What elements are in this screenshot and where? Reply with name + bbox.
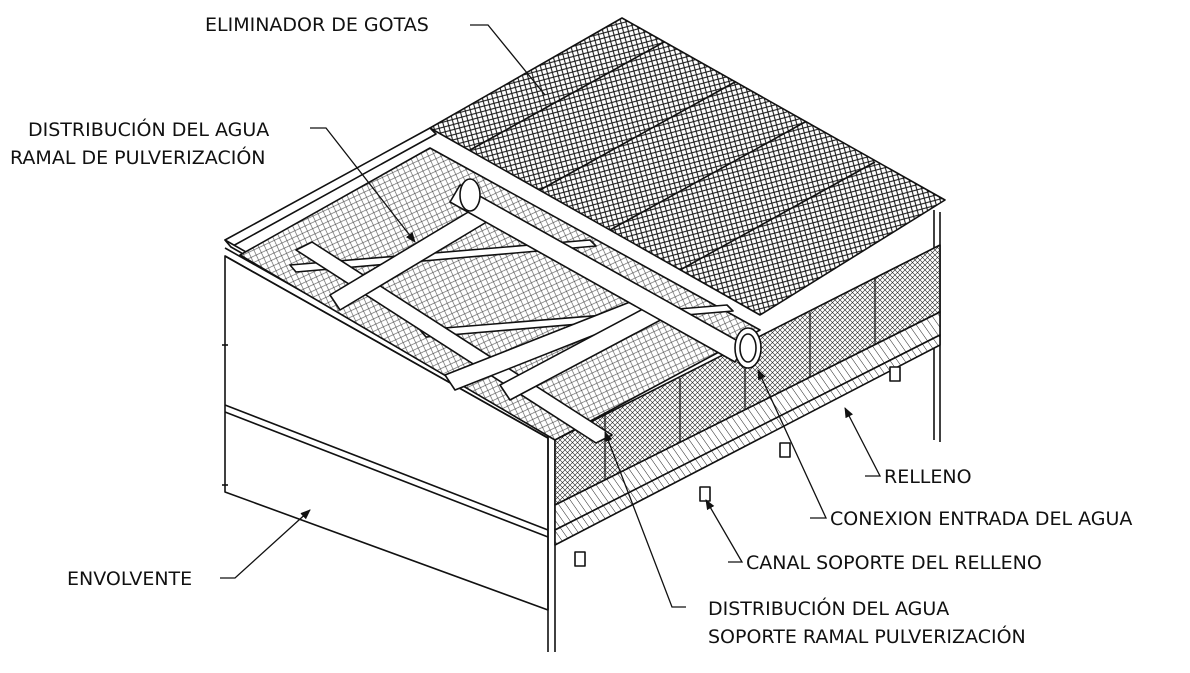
leader-relleno [844, 407, 882, 477]
label-conexion: CONEXION ENTRADA DEL AGUA [830, 508, 1133, 530]
label-relleno: RELLENO [884, 466, 972, 488]
leader-eliminador [470, 24, 546, 96]
label-eliminador: ELIMINADOR DE GOTAS [205, 14, 429, 36]
leader-canal [705, 499, 744, 563]
water-distribution-header [449, 184, 746, 363]
drift-eliminator [429, 17, 946, 316]
spray-branch-pipes [295, 204, 671, 444]
leader-dist-ramal [310, 127, 416, 243]
label-canal: CANAL SOPORTE DEL RELLENO [746, 552, 1042, 574]
leader-conexion [757, 369, 828, 519]
label-dist-soporte-line1: DISTRIBUCIÓN DEL AGUA [708, 598, 950, 620]
label-dist-ramal-line2: RAMAL DE PULVERIZACIÓN [10, 147, 266, 169]
leader-envolvente [220, 509, 311, 579]
label-envolvente: ENVOLVENTE [67, 568, 193, 590]
label-dist-soporte-line2: SOPORTE RAMAL PULVERIZACIÓN [708, 626, 1026, 648]
leader-dist-soporte [604, 431, 686, 608]
label-dist-ramal-line1: DISTRIBUCIÓN DEL AGUA [28, 119, 270, 141]
